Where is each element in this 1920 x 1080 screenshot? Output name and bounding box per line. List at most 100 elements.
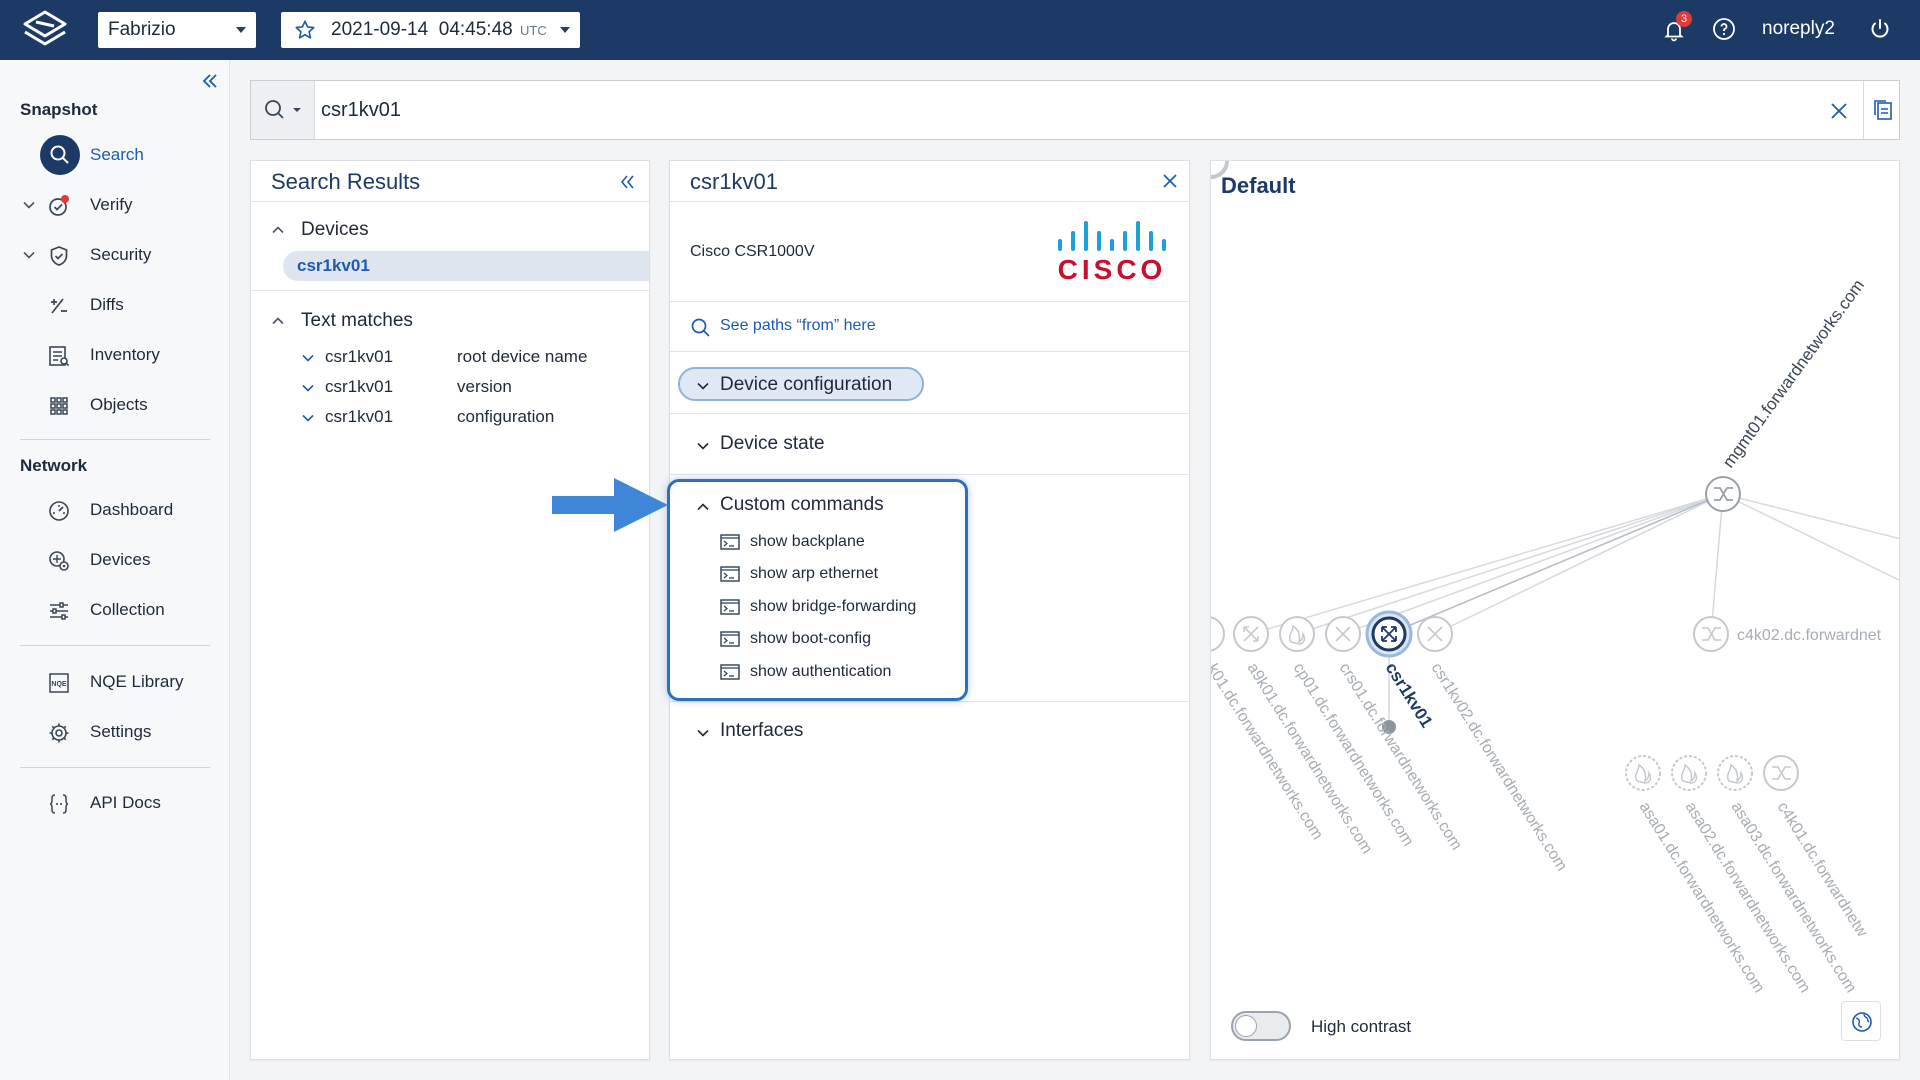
copy-icon (1874, 100, 1892, 120)
command-label: show authentication (750, 663, 892, 680)
result-device-item[interactable]: csr1kv01 (283, 251, 649, 281)
sidebar-item-verify[interactable]: Verify (0, 185, 230, 225)
section-divider (670, 701, 1189, 702)
sidebar-item-diffs[interactable]: Diffs (0, 285, 230, 325)
topology-node-k01[interactable]: k01.dc.forwardnetworks.com (1211, 616, 1326, 843)
close-icon[interactable] (1827, 99, 1851, 123)
search-input[interactable] (321, 91, 1721, 129)
sidebar: Snapshot Search Verify Security Diffs In… (0, 60, 230, 1080)
chevron-down-icon (302, 414, 314, 422)
link-endpoint (1382, 720, 1396, 734)
globe-icon (1852, 1012, 1872, 1032)
device-configuration-toggle[interactable]: Device configuration (678, 367, 924, 401)
collapse-sidebar-icon[interactable] (198, 70, 222, 92)
search-icon (50, 145, 69, 164)
caret-down-icon (236, 27, 246, 33)
section-divider (670, 474, 1189, 475)
sidebar-item-api-docs[interactable]: API Docs (0, 783, 230, 823)
terminal-icon (720, 664, 740, 680)
app-logo-icon[interactable] (18, 8, 72, 52)
grid-icon (50, 397, 68, 415)
chevron-down-icon[interactable] (22, 248, 36, 262)
match-device: csr1kv01 (325, 407, 394, 426)
topology-title: Default (1221, 173, 1296, 198)
match-device: csr1kv01 (325, 347, 394, 366)
devices-icon (49, 551, 69, 571)
sidebar-divider (20, 645, 210, 646)
sidebar-item-label: Devices (90, 550, 151, 569)
power-icon[interactable] (1868, 17, 1892, 41)
caret-down-icon (560, 27, 570, 33)
chevron-down-icon[interactable] (22, 198, 36, 212)
command-label: show backplane (750, 533, 865, 550)
topology-node-asa01[interactable]: asa01.dc.forwardnetworks.com (1625, 755, 1767, 996)
help-icon[interactable] (1712, 17, 1736, 41)
sidebar-item-nqe-library[interactable]: NQE NQE Library (0, 662, 230, 702)
snapshot-time: 04:45:48 (438, 19, 513, 40)
sidebar-item-devices[interactable]: Devices (0, 540, 230, 580)
topology-node-c4k01[interactable]: c4k01.dc.forwardnetw (1763, 755, 1871, 940)
panel-title: Search Results (271, 169, 421, 194)
command-label: show arp ethernet (750, 565, 879, 582)
high-contrast-label: High contrast (1311, 1017, 1412, 1036)
terminal-icon (720, 534, 740, 550)
sidebar-item-security[interactable]: Security (0, 235, 230, 275)
search-results-panel: Search Results Devices csr1kv01 Text mat… (250, 160, 650, 1060)
copy-link-button[interactable] (1863, 81, 1901, 139)
terminal-icon (720, 599, 740, 615)
sidebar-item-label: NQE Library (90, 672, 184, 691)
collapse-panel-icon[interactable] (617, 172, 637, 192)
sidebar-item-dashboard[interactable]: Dashboard (0, 490, 230, 530)
sidebar-item-collection[interactable]: Collection (0, 590, 230, 630)
sidebar-item-label: Security (90, 245, 152, 264)
globe-button[interactable] (1841, 1001, 1881, 1041)
gauge-icon (49, 501, 69, 521)
topology-node-c4k02[interactable]: c4k02.dc.forwardnet (1693, 616, 1882, 652)
topology-panel: mgmt01.forwardnetworks.com k01.dc.forwar… (1210, 160, 1900, 1060)
panel-title: csr1kv01 (690, 169, 779, 194)
chevron-down-icon (697, 442, 709, 450)
section-divider (670, 301, 1189, 302)
inventory-icon (49, 346, 70, 367)
match-device: csr1kv01 (325, 377, 394, 396)
snapshot-select[interactable]: 2021-09-14 04:45:48 UTC (281, 12, 580, 48)
callout-arrow-icon (552, 478, 668, 532)
sidebar-item-inventory[interactable]: Inventory (0, 335, 230, 375)
sidebar-item-label: Inventory (90, 345, 160, 364)
search-icon (691, 318, 710, 337)
high-contrast-toggle[interactable] (1231, 1011, 1291, 1041)
topology-map[interactable]: mgmt01.forwardnetworks.com k01.dc.forwar… (1211, 161, 1900, 1060)
section-divider (670, 413, 1189, 414)
sidebar-item-settings[interactable]: Settings (0, 712, 230, 752)
chevron-down-icon (302, 384, 314, 392)
command-label: show bridge-forwarding (750, 598, 917, 615)
shield-icon (50, 246, 68, 266)
topology-node-mgmt01[interactable]: mgmt01.forwardnetworks.com (1705, 276, 1868, 512)
toggle-knob (1235, 1015, 1257, 1037)
section-label: Interfaces (720, 720, 804, 741)
tenant-select[interactable]: Fabrizio (98, 12, 256, 48)
snapshot-timezone: UTC (520, 23, 547, 38)
section-label: Device configuration (720, 374, 893, 395)
snapshot-date: 2021-09-14 (331, 19, 429, 40)
node-label: mgmt01.forwardnetworks.com (1719, 276, 1868, 471)
sidebar-item-label: API Docs (90, 793, 161, 812)
terminal-icon (720, 566, 740, 582)
vendor-logo-text: CISCO (1058, 254, 1167, 285)
star-icon[interactable] (294, 19, 316, 41)
gear-icon (49, 723, 69, 743)
nqe-icon: NQE (49, 673, 69, 693)
close-icon[interactable] (1160, 171, 1180, 191)
node-label: c4k01.dc.forwardnetw (1774, 799, 1871, 940)
panel-divider (251, 201, 649, 202)
top-bar: Fabrizio 2021-09-14 04:45:48 UTC 3 norep… (0, 0, 1920, 60)
sidebar-item-objects[interactable]: Objects (0, 385, 230, 425)
command-label: show boot-config (750, 630, 871, 647)
sidebar-item-search[interactable]: Search (0, 135, 230, 175)
search-mode-dropdown[interactable] (251, 81, 315, 139)
diffs-icon (51, 298, 67, 314)
braces-icon (49, 794, 69, 814)
chevron-down-icon (697, 729, 709, 737)
username[interactable]: noreply2 (1762, 18, 1835, 39)
search-bar (250, 80, 1900, 140)
